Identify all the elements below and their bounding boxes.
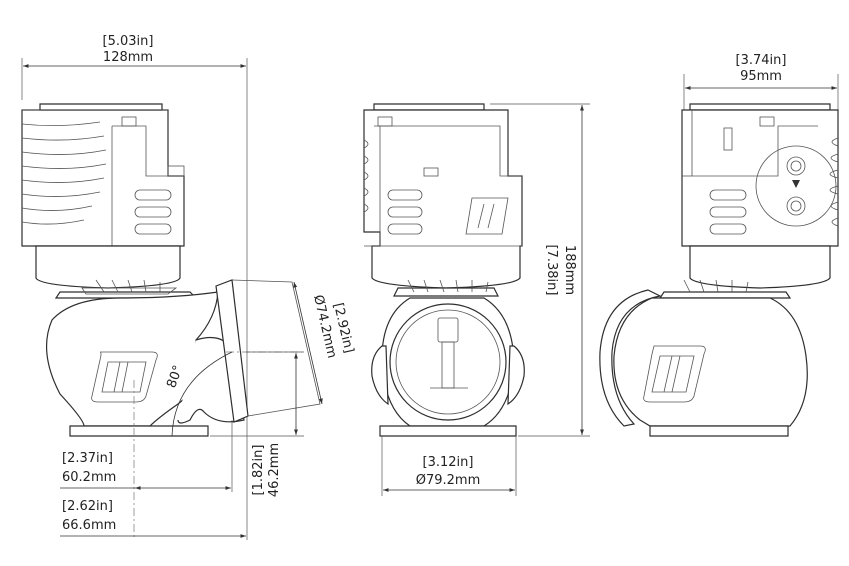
outlet-offset-metric: 60.2mm: [62, 470, 116, 485]
outlet-reach-metric: 66.6mm: [62, 518, 116, 533]
upper-port-icon: [786, 156, 806, 176]
overall-width-imperial: [5.03in]: [103, 34, 154, 49]
side-depth-metric: 95mm: [740, 69, 782, 84]
port-arrow-icon: [792, 180, 800, 188]
left-view: [5.03in] 128mm: [21, 34, 356, 540]
outlet-diameter-dimension-line: [293, 281, 323, 405]
side-view: [3.74in] 95mm: [599, 53, 839, 437]
outlet-angle-label: 80°: [164, 363, 186, 390]
inlet-diameter-metric: Ø79.2mm: [416, 473, 481, 488]
overall-width-metric: 128mm: [103, 50, 153, 65]
outlet-height-metric: 46.2mm: [267, 443, 282, 497]
left-actuator-cap: [21, 103, 185, 247]
outlet-height-imperial: [1.82in]: [251, 445, 266, 496]
inlet-diameter-imperial: [3.12in]: [423, 455, 474, 470]
control-port-area: [755, 145, 837, 227]
height-imperial: [7.38in]: [544, 245, 559, 296]
angle-arc: [171, 351, 233, 437]
side-depth-imperial: [3.74in]: [736, 53, 787, 68]
height-metric: 188mm: [562, 245, 577, 295]
outlet-offset-imperial: [2.37in]: [62, 451, 113, 466]
outlet-reach-imperial: [2.62in]: [62, 499, 113, 514]
front-view: [7.38in] 188mm [3.12in] Ø79.2mm: [363, 103, 590, 496]
lower-port-icon: [786, 196, 806, 216]
left-logo-icon: [91, 351, 158, 403]
side-logo-icon: [643, 345, 706, 403]
front-logo-icon: [465, 197, 509, 235]
